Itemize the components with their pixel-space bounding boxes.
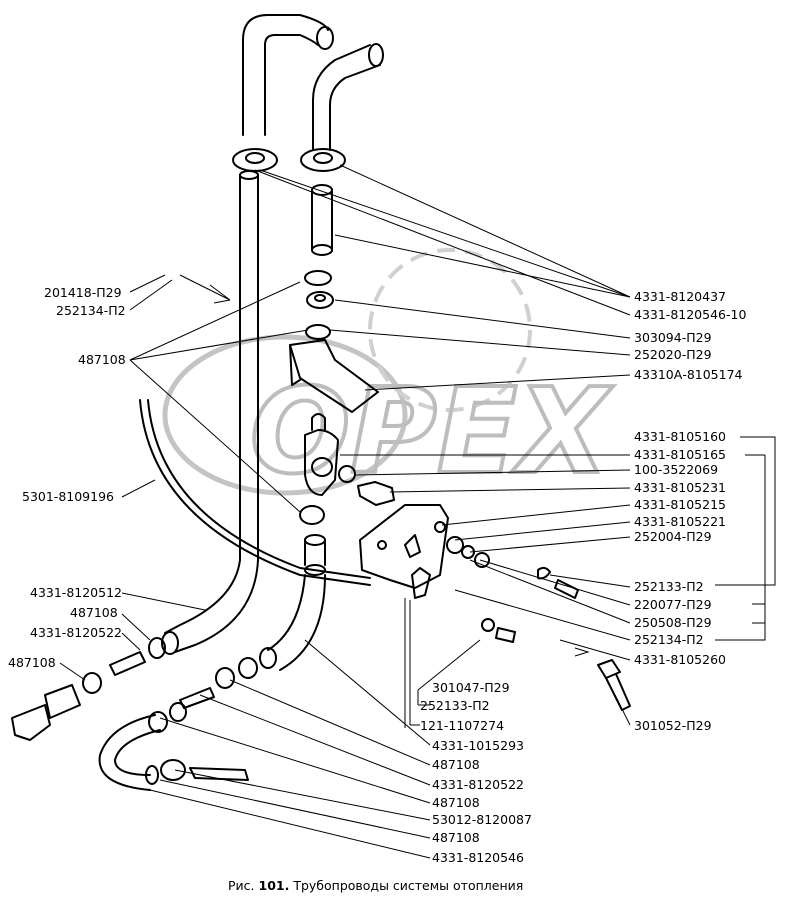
label-201418: 201418-П29 (44, 285, 122, 300)
label-53012-8120087: 53012-8120087 (432, 812, 532, 827)
label-4331-8120546: 4331-8120546 (432, 850, 524, 865)
label-487108-d: 487108 (432, 757, 480, 772)
label-4331-1015293: 4331-1015293 (432, 738, 524, 753)
label-220077: 220077-П29 (634, 597, 712, 612)
label-487108-c: 487108 (8, 655, 56, 670)
label-252004: 252004-П29 (634, 529, 712, 544)
label-487108-f: 487108 (432, 830, 480, 845)
label-487108-e: 487108 (432, 795, 480, 810)
label-4331-8105231: 4331-8105231 (634, 480, 726, 495)
label-4331-8120522-a: 4331-8120522 (30, 625, 122, 640)
label-303094: 303094-П29 (634, 330, 712, 345)
label-301052: 301052-П29 (634, 718, 712, 733)
label-4331-8105260: 4331-8105260 (634, 652, 726, 667)
figure-caption: Рис. 101. Трубопроводы системы отопления (228, 878, 523, 893)
label-5301-8109196: 5301-8109196 (22, 489, 114, 504)
label-252133-a: 252133-П2 (634, 579, 704, 594)
label-252134-b: 252134-П2 (634, 632, 704, 647)
label-252134-a: 252134-П2 (56, 303, 126, 318)
label-4331-8105160: 4331-8105160 (634, 429, 726, 444)
label-301047: 301047-П29 (432, 680, 510, 695)
label-100-3522069: 100-3522069 (634, 462, 718, 477)
parts-drawing (11, 14, 631, 791)
label-4331-8120546-10: 4331-8120546-10 (634, 307, 746, 322)
label-121-1107274: 121-1107274 (420, 718, 504, 733)
watermark-text: OPEX (250, 362, 613, 500)
label-487108-a: 487108 (78, 352, 126, 367)
watermark-logo: OPEX (162, 248, 615, 502)
label-4331-8120512: 4331-8120512 (30, 585, 122, 600)
label-4331-8120437: 4331-8120437 (634, 289, 726, 304)
label-252133-b: 252133-П2 (420, 698, 490, 713)
label-250508: 250508-П29 (634, 615, 712, 630)
label-43310A-8105174: 43310А-8105174 (634, 367, 743, 382)
part-labels: 201418-П29 252134-П2 487108 5301-8109196… (8, 285, 746, 865)
leader-lines (59, 164, 776, 859)
caption-title: Трубопроводы системы отопления (292, 878, 523, 893)
label-4331-8105165: 4331-8105165 (634, 447, 726, 462)
label-4331-8120522-b: 4331-8120522 (432, 777, 524, 792)
caption-prefix: Рис. (228, 878, 255, 893)
caption-number: 101. (259, 878, 290, 893)
label-4331-8105221: 4331-8105221 (634, 514, 726, 529)
label-487108-b: 487108 (70, 605, 118, 620)
label-4331-8105215: 4331-8105215 (634, 497, 726, 512)
label-252020: 252020-П29 (634, 347, 712, 362)
